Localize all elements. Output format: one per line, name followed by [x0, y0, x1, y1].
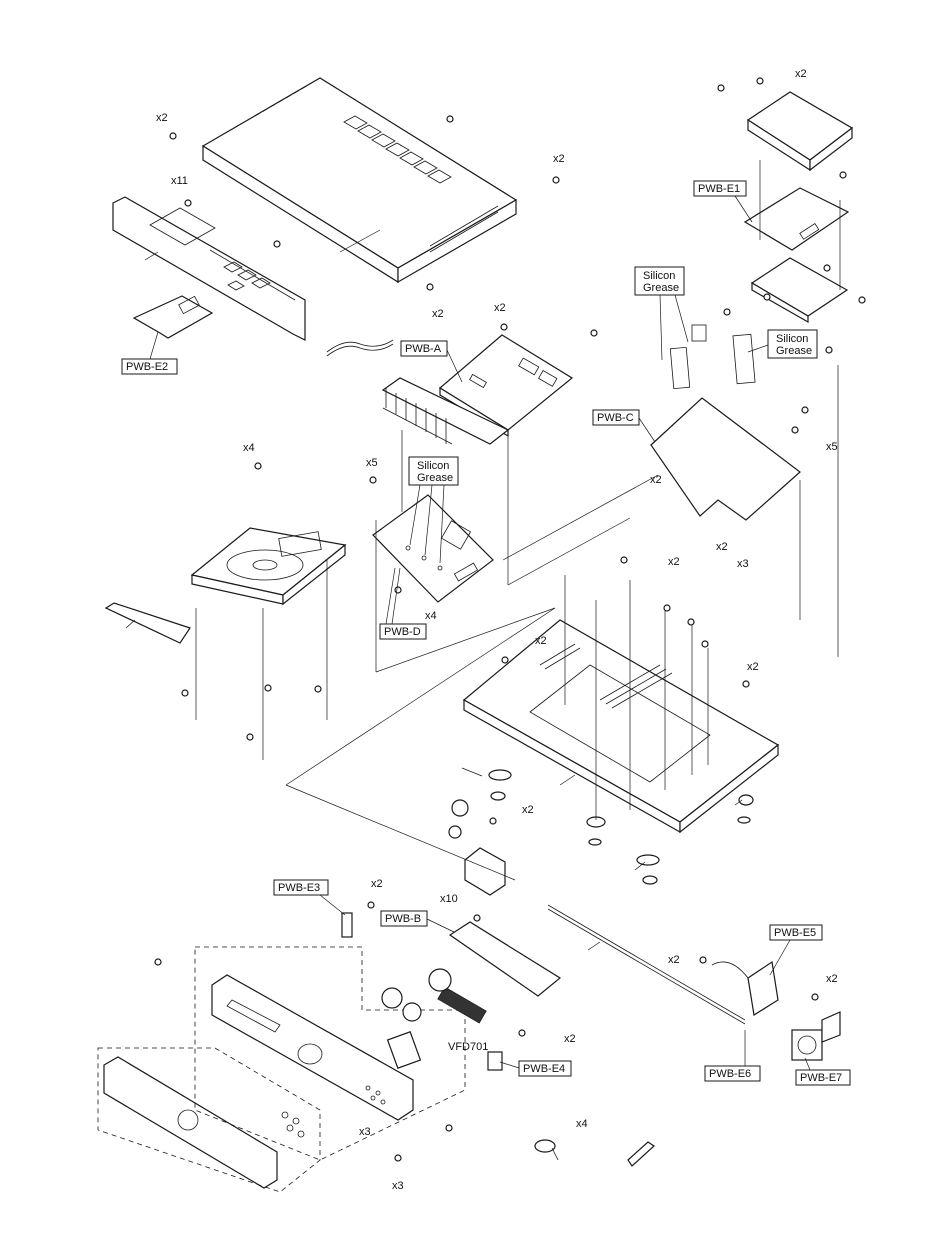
- qty-marker: x11: [171, 175, 188, 187]
- pwb-e7-switch: [792, 1012, 840, 1060]
- qty-marker: x2: [795, 68, 807, 80]
- qty-marker: x3: [392, 1180, 404, 1192]
- callout-pwb-c: PWB-C: [593, 410, 655, 442]
- qty-marker: x2: [156, 112, 168, 124]
- qty-marker: x4: [425, 610, 437, 622]
- callout-silicon-grease-2: Silicon Grease: [748, 330, 817, 358]
- callout-pwb-b: PWB-B: [381, 911, 454, 932]
- qty-marker: x2: [668, 954, 680, 966]
- callout-pwb-e2: PWB-E2: [122, 332, 177, 374]
- label-pwb-e6: PWB-E6: [709, 1068, 751, 1080]
- qty-marker: x5: [366, 457, 378, 469]
- fan-motor-bracket: [449, 800, 505, 895]
- callout-pwb-e5: PWB-E5: [770, 925, 822, 975]
- qty-marker: x2: [716, 541, 728, 553]
- silicon-label-3: Silicon: [417, 460, 449, 472]
- silicon-label-2: Silicon: [776, 333, 808, 345]
- callout-pwb-e1: PWB-E1: [694, 181, 752, 222]
- callout-pwb-e7: PWB-E7: [796, 1058, 850, 1085]
- label-pwb-e5: PWB-E5: [774, 927, 816, 939]
- label-pwb-e4: PWB-E4: [523, 1063, 565, 1075]
- top-cover: [203, 78, 516, 282]
- grease-label-2: Grease: [776, 345, 812, 357]
- label-vfd701: VFD701: [448, 1041, 488, 1053]
- label-pwb-e2: PWB-E2: [126, 361, 168, 373]
- label-pwb-b: PWB-B: [385, 913, 421, 925]
- qty-marker: x2: [553, 153, 565, 165]
- callout-silicon-grease-1: Silicon Grease: [635, 267, 688, 360]
- hdd-bracket: [752, 258, 847, 322]
- qty-marker: x2: [747, 661, 759, 673]
- callout-pwb-e6: PWB-E6: [705, 1030, 760, 1081]
- qty-marker: x2: [826, 973, 838, 985]
- qty-marker: x3: [737, 558, 749, 570]
- dvd-mechanism: [192, 528, 345, 604]
- drive-shaft: [548, 905, 745, 1024]
- pwb-e5-board: [712, 962, 778, 1015]
- pwb-e4-board: [488, 1052, 502, 1070]
- grease-label-3: Grease: [417, 472, 453, 484]
- qty-marker: x3: [359, 1126, 371, 1138]
- hdd-unit: [748, 92, 852, 170]
- pwb-e3-board: [342, 913, 352, 937]
- qty-marker: x2: [650, 474, 662, 486]
- qty-marker: x2: [432, 308, 444, 320]
- label-pwb-c: PWB-C: [597, 412, 634, 424]
- flat-cable: [327, 340, 393, 356]
- cable-ties: [535, 1140, 654, 1166]
- main-chassis: [464, 620, 778, 884]
- pwb-e2-board: [134, 296, 212, 338]
- label-pwb-d: PWB-D: [384, 626, 421, 638]
- qty-marker: x2: [371, 878, 383, 890]
- callout-pwb-e3: PWB-E3: [274, 880, 345, 915]
- callout-pwb-a: PWB-A: [401, 341, 462, 382]
- qty-marker: x2: [522, 804, 534, 816]
- label-pwb-e3: PWB-E3: [278, 882, 320, 894]
- qty-marker: x4: [243, 442, 255, 454]
- pwb-d-board: [373, 495, 493, 602]
- front-door-panel: [104, 1057, 304, 1188]
- label-pwb-e1: PWB-E1: [698, 183, 740, 195]
- qty-marker: x2: [668, 556, 680, 568]
- qty-marker: x10: [440, 893, 458, 905]
- front-tray-panel: [106, 603, 190, 643]
- grease-label-1: Grease: [643, 282, 679, 294]
- qty-marker: x5: [826, 441, 838, 453]
- label-pwb-a: PWB-A: [405, 343, 442, 355]
- label-pwb-e7: PWB-E7: [800, 1072, 842, 1084]
- qty-marker: x4: [576, 1118, 588, 1130]
- silicon-label-1: Silicon: [643, 270, 675, 282]
- pwb-e1-board: [745, 188, 848, 250]
- callout-pwb-e4: PWB-E4: [500, 1061, 571, 1076]
- qty-marker: x2: [494, 302, 506, 314]
- qty-marker: x2: [535, 635, 547, 647]
- qty-marker: x2: [564, 1033, 576, 1045]
